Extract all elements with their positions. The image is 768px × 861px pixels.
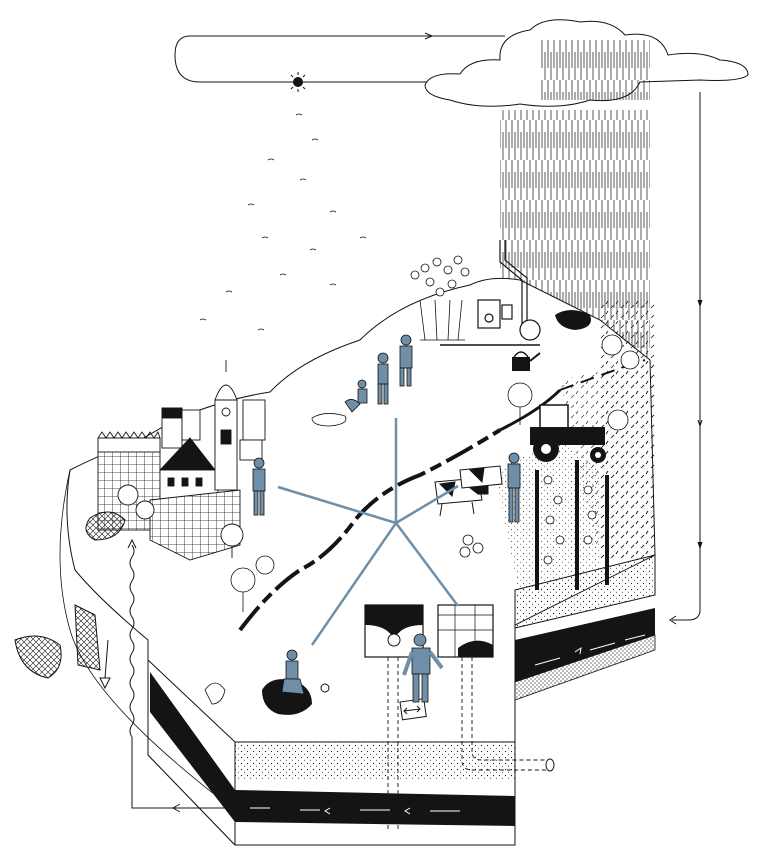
sun-icon	[288, 72, 308, 92]
stakeholder-network	[277, 418, 460, 646]
outfall-pipe	[545, 758, 555, 772]
groundwater-river	[150, 672, 515, 826]
garden	[410, 255, 470, 341]
puddle	[555, 310, 591, 330]
field-drain-river	[515, 608, 655, 682]
direction-sign	[399, 698, 427, 721]
watering-can-icon	[512, 351, 541, 371]
land-parcels	[14, 511, 126, 690]
crop-field	[459, 440, 609, 600]
town	[97, 360, 266, 561]
forest	[507, 300, 655, 560]
person-icon	[252, 334, 521, 703]
shrubs	[204, 555, 275, 705]
sewer-inspection-panel	[364, 604, 494, 658]
tractor-icon	[530, 404, 606, 463]
infiltration-line	[129, 544, 232, 809]
puddle	[311, 413, 347, 427]
runoff-loop	[669, 92, 703, 625]
ground-cross-section	[147, 658, 516, 846]
drain-pipe-icon	[440, 240, 541, 346]
pipes	[387, 657, 548, 830]
rain-column-top	[540, 40, 650, 100]
evaporation-loop	[174, 32, 505, 83]
vapour-wisps	[199, 113, 367, 331]
stream	[238, 428, 502, 632]
